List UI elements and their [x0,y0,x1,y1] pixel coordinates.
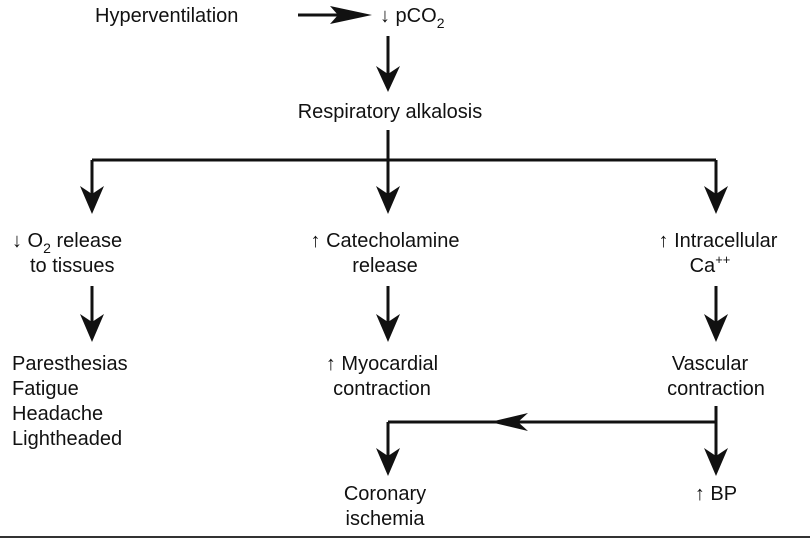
symptom-item: Headache [12,403,103,425]
arrow-o2-to-symptoms [80,286,104,342]
arrow-vascular-to-coronary [376,413,716,476]
symptom-item: Fatigue [12,378,79,400]
arrow-pco2-to-alkalosis [376,36,400,92]
symptoms-list: Paresthesias Fatigue Headache Lightheade… [12,353,128,450]
o2-subscript: 2 [43,240,51,256]
arrow-vascular-to-bp [704,406,728,476]
catecholamine-line2: release [352,255,418,277]
pco2-label: ↓ pCO2 [380,5,445,31]
o2-release-line2: to tissues [30,255,114,277]
bp-label: ↑ BP [695,483,737,505]
o2-prefix: ↓ O [12,230,43,252]
myocardial-line2: contraction [333,378,431,400]
symptom-item: Lightheaded [12,428,122,450]
coronary-line1: Coronary [344,483,426,505]
ca-prefix: Ca [690,255,716,277]
pco2-subscript: 2 [437,15,445,31]
vascular-line1: Vascular [672,353,749,375]
arrow-ca-to-vascular [704,286,728,342]
vascular-line2: contraction [667,378,765,400]
coronary-line2: ischemia [346,508,426,530]
arrow-catecholamine-to-myocardial [376,286,400,342]
arrow-hyper-to-pco2 [298,6,372,24]
respiratory-alkalosis-label: Respiratory alkalosis [298,101,483,123]
myocardial-line1: ↑ Myocardial [326,353,438,375]
intracellular-line1: ↑ Intracellular [659,230,778,252]
intracellular-line2: Ca++ [690,252,731,277]
bottom-rule [0,536,810,538]
o2-suffix: release [51,230,122,252]
hyperventilation-label: Hyperventilation [95,5,238,27]
symptom-item: Paresthesias [12,353,128,375]
branch-connector [80,130,728,214]
ca-superscript: ++ [715,252,730,267]
o2-release-line1: ↓ O2 release [12,230,122,256]
pco2-prefix: ↓ pCO [380,5,437,27]
catecholamine-line1: ↑ Catecholamine [311,230,460,252]
